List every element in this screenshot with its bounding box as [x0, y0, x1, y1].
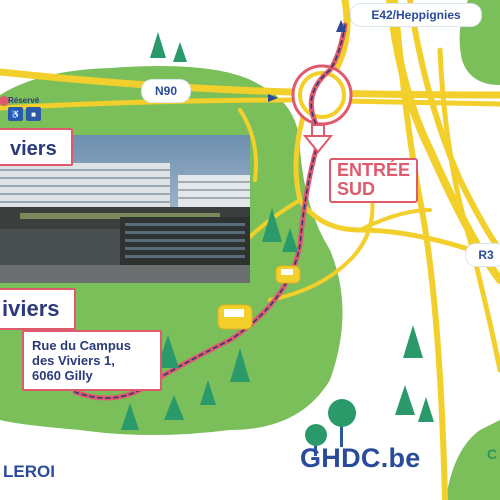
road-label-e42: E42/Heppignies [351, 4, 481, 26]
reserved-van-icon: ■ [26, 107, 41, 121]
address-line-2: des Viviers 1, [32, 353, 115, 368]
road-label-n90: N90 [142, 80, 190, 102]
road-n90-lower [0, 97, 500, 111]
round-tree-icon [305, 424, 327, 446]
reserved-parking-icon: ♿ [8, 107, 23, 121]
tree-icon [200, 380, 216, 405]
partial-logo-text: LEROI [3, 462, 55, 481]
reserved-icons: ♿ ■ [8, 107, 41, 121]
round-tree-icon [328, 399, 356, 427]
road-local-2 [238, 108, 258, 182]
round-tree-group [305, 399, 356, 456]
reserved-label: Réservé [8, 96, 40, 105]
website-label[interactable]: GHDC.be [300, 443, 421, 473]
entrance-line-1: ENTRÉE [337, 160, 411, 180]
taxi-icon [275, 265, 301, 284]
no-entry-sign-icon [0, 96, 9, 106]
address-line-1: Rue du Campus [32, 338, 131, 353]
corner-letter: C [487, 446, 498, 462]
e42-arrow-icon [336, 20, 346, 32]
road-ring-south [293, 107, 500, 263]
tree-icon [262, 208, 282, 242]
entrance-line-2: SUD [337, 179, 376, 199]
tree-icon [173, 42, 187, 62]
address-label: Rue du Campus des Viviers 1, 6060 Gilly [22, 330, 162, 391]
road-east-link [358, 208, 432, 232]
road-local-1 [268, 183, 375, 302]
route-line-dashes [74, 24, 346, 399]
n90-arrow-icon [268, 94, 278, 102]
entrance-arrow-icon [302, 124, 334, 154]
tree-icon [395, 385, 415, 415]
entrance-sud-label: ENTRÉE SUD [329, 158, 419, 203]
tree-icon [418, 397, 434, 422]
green-area-bottom-right [445, 420, 500, 500]
address-line-3: 6060 Gilly [32, 368, 93, 383]
road-label-r3: R3 [466, 244, 500, 266]
tree-icon [121, 403, 139, 430]
tree-icon [157, 335, 179, 368]
tree-icon [164, 395, 184, 420]
road-n90 [0, 68, 500, 99]
road-e42-e [437, 47, 500, 373]
tree-icon [230, 348, 250, 382]
campus-title-label: viers [0, 128, 73, 166]
tree-icon [150, 32, 166, 58]
road-e42-d [392, 0, 448, 500]
road-e42-a [331, 0, 351, 74]
tree-icon [403, 325, 423, 358]
tree-icon [282, 228, 298, 252]
taxi-icon [217, 304, 253, 330]
tree-icon-group [121, 32, 434, 430]
campus-name-label: iviers [0, 288, 76, 330]
